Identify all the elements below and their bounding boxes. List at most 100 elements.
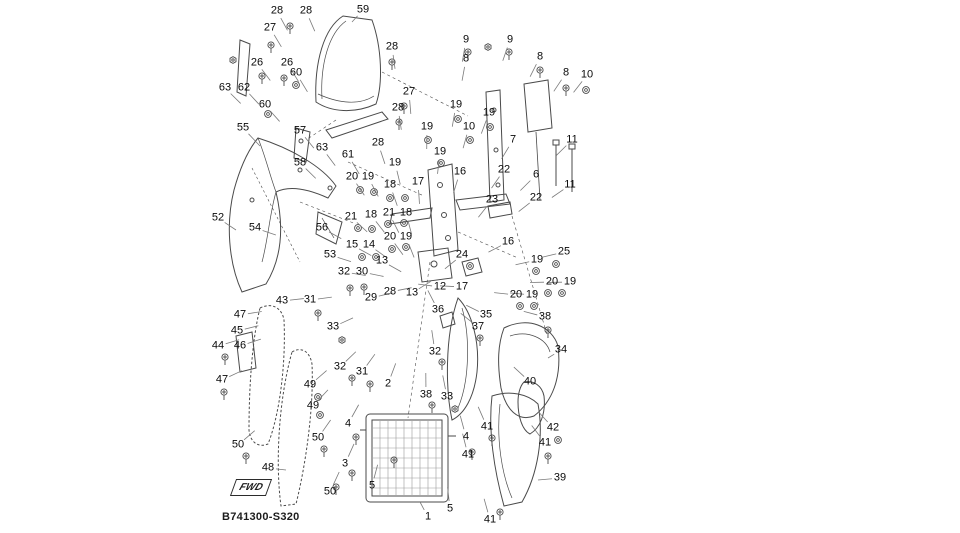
part-callout-13: 13 bbox=[405, 286, 419, 299]
part-callout-26: 26 bbox=[280, 56, 294, 69]
part-callout-11: 11 bbox=[566, 133, 578, 146]
part-callout-28: 28 bbox=[299, 4, 313, 17]
part-callout-27: 27 bbox=[263, 21, 277, 34]
part-callout-63: 63 bbox=[218, 81, 232, 94]
part-callout-31: 31 bbox=[303, 293, 317, 306]
part-callout-16: 16 bbox=[453, 165, 467, 178]
part-callout-28: 28 bbox=[385, 40, 399, 53]
part-callout-43: 43 bbox=[275, 294, 289, 307]
part-callout-2: 2 bbox=[384, 377, 392, 390]
part-callout-22: 22 bbox=[497, 163, 511, 176]
front-cowl-outline bbox=[228, 137, 337, 293]
part-callout-21: 21 bbox=[382, 206, 396, 219]
part-callout-45: 45 bbox=[230, 324, 244, 337]
part-callout-53: 53 bbox=[323, 248, 337, 261]
lower-side-panel-outline bbox=[490, 392, 541, 507]
part-callout-61: 61 bbox=[341, 148, 355, 161]
part-callout-41: 41 bbox=[480, 420, 494, 433]
part-callout-40: 40 bbox=[523, 375, 537, 388]
part-callout-11: 11 bbox=[564, 178, 576, 191]
part-callout-7: 7 bbox=[509, 133, 517, 146]
part-callout-50: 50 bbox=[231, 438, 245, 451]
fwd-label: FWD bbox=[237, 482, 265, 493]
part-callout-48: 48 bbox=[261, 461, 275, 474]
part-callout-47: 47 bbox=[233, 308, 247, 321]
part-callout-57: 57 bbox=[293, 124, 307, 137]
part-callout-8: 8 bbox=[462, 52, 470, 65]
part-callout-55: 55 bbox=[236, 121, 250, 134]
part-callout-19: 19 bbox=[433, 145, 447, 158]
part-callout-21: 21 bbox=[344, 210, 358, 223]
part-callout-9: 9 bbox=[506, 33, 514, 46]
part-callout-15: 15 bbox=[345, 238, 359, 251]
part-callout-60: 60 bbox=[289, 66, 303, 79]
part-callout-29: 29 bbox=[364, 291, 378, 304]
part-callout-5: 5 bbox=[446, 502, 454, 515]
part-callout-49: 49 bbox=[303, 378, 317, 391]
part-callout-34: 34 bbox=[554, 343, 568, 356]
part-callout-4: 4 bbox=[344, 417, 352, 430]
part-callout-32: 32 bbox=[333, 360, 347, 373]
part-callout-49: 49 bbox=[306, 399, 320, 412]
part-callout-50: 50 bbox=[311, 431, 325, 444]
part-callout-60: 60 bbox=[258, 98, 272, 111]
part-callout-24: 24 bbox=[455, 248, 469, 261]
part-callout-28: 28 bbox=[391, 101, 405, 114]
left-small-bracket-outline bbox=[235, 331, 257, 373]
part-callout-18: 18 bbox=[399, 206, 413, 219]
part-callout-38: 38 bbox=[419, 388, 433, 401]
part-callout-14: 14 bbox=[362, 238, 376, 251]
left-pillar-bracket-outline bbox=[236, 39, 251, 97]
part-callout-28: 28 bbox=[270, 4, 284, 17]
part-callout-22: 22 bbox=[529, 191, 543, 204]
part-callout-5: 5 bbox=[368, 479, 376, 492]
part-callout-8: 8 bbox=[562, 66, 570, 79]
part-callout-18: 18 bbox=[383, 178, 397, 191]
part-callout-19: 19 bbox=[482, 106, 496, 119]
part-callout-20: 20 bbox=[509, 288, 523, 301]
part-callout-18: 18 bbox=[364, 208, 378, 221]
part-callout-20: 20 bbox=[345, 170, 359, 183]
part-callout-44: 44 bbox=[211, 339, 225, 352]
windshield-trim-outline bbox=[293, 111, 389, 163]
part-callout-19: 19 bbox=[361, 170, 375, 183]
part-callout-31: 31 bbox=[355, 365, 369, 378]
diagram-code: B741300-S320 bbox=[222, 511, 300, 523]
part-callout-9: 9 bbox=[462, 33, 470, 46]
part-callout-17: 17 bbox=[411, 175, 425, 188]
part-callout-42: 42 bbox=[546, 421, 560, 434]
part-callout-28: 28 bbox=[383, 285, 397, 298]
part-callout-19: 19 bbox=[388, 156, 402, 169]
part-callout-46: 46 bbox=[233, 339, 247, 352]
part-callout-33: 33 bbox=[440, 390, 454, 403]
part-callout-17: 17 bbox=[455, 280, 469, 293]
part-callout-4: 4 bbox=[462, 430, 470, 443]
part-callout-25: 25 bbox=[557, 245, 571, 258]
part-callout-13: 13 bbox=[375, 254, 389, 267]
part-callout-3: 3 bbox=[341, 457, 349, 470]
side-panel-outline bbox=[498, 322, 560, 435]
part-callout-54: 54 bbox=[248, 221, 262, 234]
part-callout-52: 52 bbox=[211, 211, 225, 224]
part-callout-16: 16 bbox=[501, 235, 515, 248]
part-callout-41: 41 bbox=[538, 436, 552, 449]
part-callout-63: 63 bbox=[315, 141, 329, 154]
part-callout-26: 26 bbox=[250, 56, 264, 69]
part-callout-32: 32 bbox=[337, 265, 351, 278]
part-callout-23: 23 bbox=[485, 193, 499, 206]
windshield-outline bbox=[315, 15, 381, 112]
part-callout-10: 10 bbox=[462, 120, 476, 133]
part-callout-19: 19 bbox=[420, 120, 434, 133]
right-bracket-outline bbox=[485, 79, 576, 219]
part-callout-58: 58 bbox=[293, 156, 307, 169]
part-callout-19: 19 bbox=[449, 98, 463, 111]
part-callout-38: 38 bbox=[538, 310, 552, 323]
part-callout-35: 35 bbox=[479, 308, 493, 321]
part-callout-27: 27 bbox=[402, 85, 416, 98]
part-callout-39: 39 bbox=[553, 471, 567, 484]
winglet-outline bbox=[315, 211, 343, 245]
part-callout-19: 19 bbox=[563, 275, 577, 288]
inner-panel-outline bbox=[439, 297, 479, 421]
